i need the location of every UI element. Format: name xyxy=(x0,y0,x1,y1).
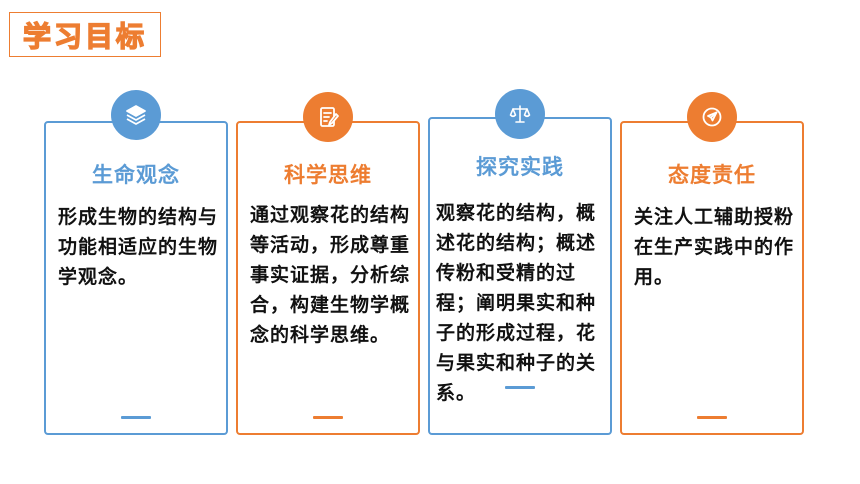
objective-card-life-concept: 生命观念 形成生物的结构与功能相适应的生物学观念。 xyxy=(44,121,228,435)
card-text: 形成生物的结构与功能相适应的生物学观念。 xyxy=(58,206,219,288)
card-text: 关注人工辅助授粉在生产实践中的作用。 xyxy=(634,206,795,288)
card-dash-decoration xyxy=(697,416,727,419)
card-title: 科学思维 xyxy=(284,163,372,187)
card-dash-decoration xyxy=(313,416,343,419)
objective-card-inquiry-practice: 探究实践 观察花的结构，概述花的结构；概述传粉和受精的过程；阐明果实和种子的形成… xyxy=(428,117,612,435)
card-title: 生命观念 xyxy=(92,163,180,187)
layers-icon xyxy=(111,90,161,140)
section-title: 学习目标 xyxy=(22,19,147,53)
paper-plane-icon xyxy=(687,92,737,142)
balance-scale-icon xyxy=(495,89,545,139)
card-dash-decoration xyxy=(121,416,151,419)
objective-card-attitude-responsibility: 态度责任 关注人工辅助授粉在生产实践中的作用。 xyxy=(620,121,804,435)
objective-card-scientific-thinking: 科学思维 通过观察花的结构等活动，形成尊重事实证据，分析综合，构建生物学概念的科… xyxy=(236,121,420,435)
card-text: 观察花的结构，概述花的结构；概述传粉和受精的过程；阐明果实和种子的形成过程，花与… xyxy=(436,202,597,404)
card-title: 探究实践 xyxy=(476,155,564,179)
section-title-box: 学习目标 xyxy=(9,12,161,57)
card-dash-decoration xyxy=(505,386,535,389)
card-text: 通过观察花的结构等活动，形成尊重事实证据，分析综合，构建生物学概念的科学思维。 xyxy=(250,204,411,346)
notepad-icon xyxy=(303,92,353,142)
card-title: 态度责任 xyxy=(668,163,756,187)
